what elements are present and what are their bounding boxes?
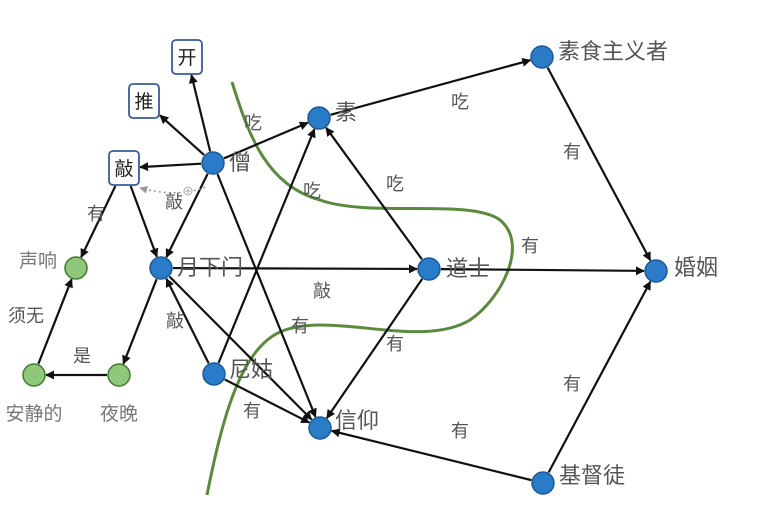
edge-label-yuexiamen-to-xinyang: 有 (291, 316, 309, 337)
edge-label-qiao-to-shengxiang: 有 (87, 204, 105, 225)
node-circle-anjingde (22, 363, 46, 387)
edge-label-daoshi-to-xinyang: 有 (386, 334, 404, 355)
node-label-xinyang: 信仰 (335, 409, 379, 434)
dotted-edge-label-seng-to-qiao: 敲 (165, 192, 183, 213)
plus-icon (183, 186, 193, 196)
edge-jidutu-to-xinyang (330, 428, 532, 482)
node-label-yewan: 夜晚 (100, 403, 138, 425)
node-label-shengxiang: 声响 (19, 250, 57, 272)
node-circle-hunyin (644, 259, 668, 283)
edge-label-jidutu-to-xinyang: 有 (451, 421, 469, 442)
node-circle-shengxiang (64, 256, 88, 280)
boundary-curve-top (205, 81, 514, 496)
edge-daoshi-to-hunyin (440, 266, 645, 276)
edge-sushizhuyizhe-to-hunyin (546, 67, 652, 262)
edge-qiao-to-shengxiang (80, 185, 117, 258)
node-circle-yuexiamen (149, 256, 173, 280)
node-anjingde: 安静的 (5, 363, 63, 425)
edge-label-daoshi-to-su: 吃 (386, 174, 404, 195)
edge-yuexiamen-to-xinyang (168, 275, 313, 421)
edge-label-anjingde-to-shengxiang: 须无 (8, 306, 44, 327)
node-label-tui: 推 (134, 91, 153, 113)
edge-label-seng-to-su: 吃 (244, 113, 262, 134)
node-seng: 僧 (201, 151, 251, 176)
edge-label-nigu-to-xinyang: 有 (243, 401, 261, 422)
node-circle-xinyang (308, 416, 332, 440)
edge-su-to-sushizhuyizhe (330, 57, 532, 116)
node-label-daoshi: 道士 (446, 257, 490, 282)
node-circle-sushizhuyizhe (530, 45, 554, 69)
node-tui: 推 (128, 83, 160, 119)
node-circle-nigu (202, 362, 226, 386)
edge-seng-to-xinyang (216, 173, 317, 418)
edge-jidutu-to-hunyin (547, 280, 652, 473)
node-label-sushizhuyizhe: 素食主义者 (558, 40, 668, 65)
edge-label-jidutu-to-hunyin: 有 (563, 374, 581, 395)
edge-seng-to-kai (188, 74, 212, 152)
edge-seng-to-tui (159, 114, 205, 156)
dotted-edges-layer: 敲 (139, 185, 206, 213)
edge-daoshi-to-xinyang (325, 278, 424, 419)
edge-yuexiamen-to-yewan (122, 278, 158, 365)
node-label-seng: 僧 (229, 151, 251, 176)
edge-seng-to-yuexiamen (165, 173, 209, 259)
edge-label-daoshi-to-hunyin: 有 (521, 236, 539, 257)
node-nigu: 尼姑 (202, 358, 273, 386)
edge-nigu-to-xinyang (224, 378, 311, 424)
node-yewan: 夜晚 (100, 363, 138, 425)
node-circle-su (307, 106, 331, 130)
edge-label-yewan-to-anjingde: 是 (73, 346, 91, 367)
edge-nigu-to-su (217, 128, 316, 364)
node-daoshi: 道士 (417, 257, 490, 282)
node-label-nigu: 尼姑 (229, 358, 273, 383)
edge-qiao-to-yuexiamen (129, 185, 159, 258)
node-label-anjingde: 安静的 (5, 403, 62, 425)
node-xinyang: 信仰 (308, 409, 379, 440)
edge-nigu-to-yuexiamen (165, 277, 210, 364)
node-shengxiang: 声响 (19, 250, 88, 280)
node-jidutu: 基督徒 (531, 464, 625, 495)
node-su: 素 (307, 101, 357, 130)
node-circle-jidutu (531, 471, 555, 495)
edge-label-su-to-sushizhuyizhe: 吃 (451, 92, 469, 113)
edge-daoshi-to-su (325, 126, 423, 260)
node-label-kai: 开 (177, 47, 196, 69)
node-label-hunyin: 婚姻 (674, 256, 718, 281)
node-box-qiao (108, 150, 140, 186)
edge-labels-layer: 吃有敲有是须无敲吃有吃有有吃有有有 (8, 92, 581, 442)
node-hunyin: 婚姻 (644, 256, 718, 283)
edge-seng-to-qiao (139, 162, 202, 172)
edge-label-nigu-to-yuexiamen: 敲 (166, 311, 184, 332)
edge-label-yuexiamen-to-daoshi: 敲 (313, 281, 331, 302)
edge-label-sushizhuyizhe-to-hunyin: 有 (563, 142, 581, 163)
dotted-edge-seng-to-qiao (139, 185, 206, 194)
node-yuexiamen: 月下门 (149, 256, 243, 281)
edge-anjingde-to-shengxiang (37, 278, 73, 365)
node-circle-seng (201, 151, 225, 175)
edges-layer (37, 57, 652, 482)
node-box-kai (171, 39, 203, 75)
node-box-tui (128, 83, 160, 119)
node-circle-daoshi (417, 257, 441, 281)
node-qiao: 敲 (108, 150, 140, 186)
node-label-jidutu: 基督徒 (559, 464, 625, 489)
node-label-yuexiamen: 月下门 (177, 256, 243, 281)
edge-label-nigu-to-su: 吃 (303, 181, 321, 202)
node-circle-yewan (107, 363, 131, 387)
node-sushizhuyizhe: 素食主义者 (530, 40, 668, 69)
edge-yuexiamen-to-daoshi (172, 264, 418, 274)
node-label-qiao: 敲 (114, 158, 133, 180)
edge-seng-to-su (223, 121, 309, 160)
node-label-su: 素 (335, 101, 357, 126)
node-kai: 开 (171, 39, 203, 75)
